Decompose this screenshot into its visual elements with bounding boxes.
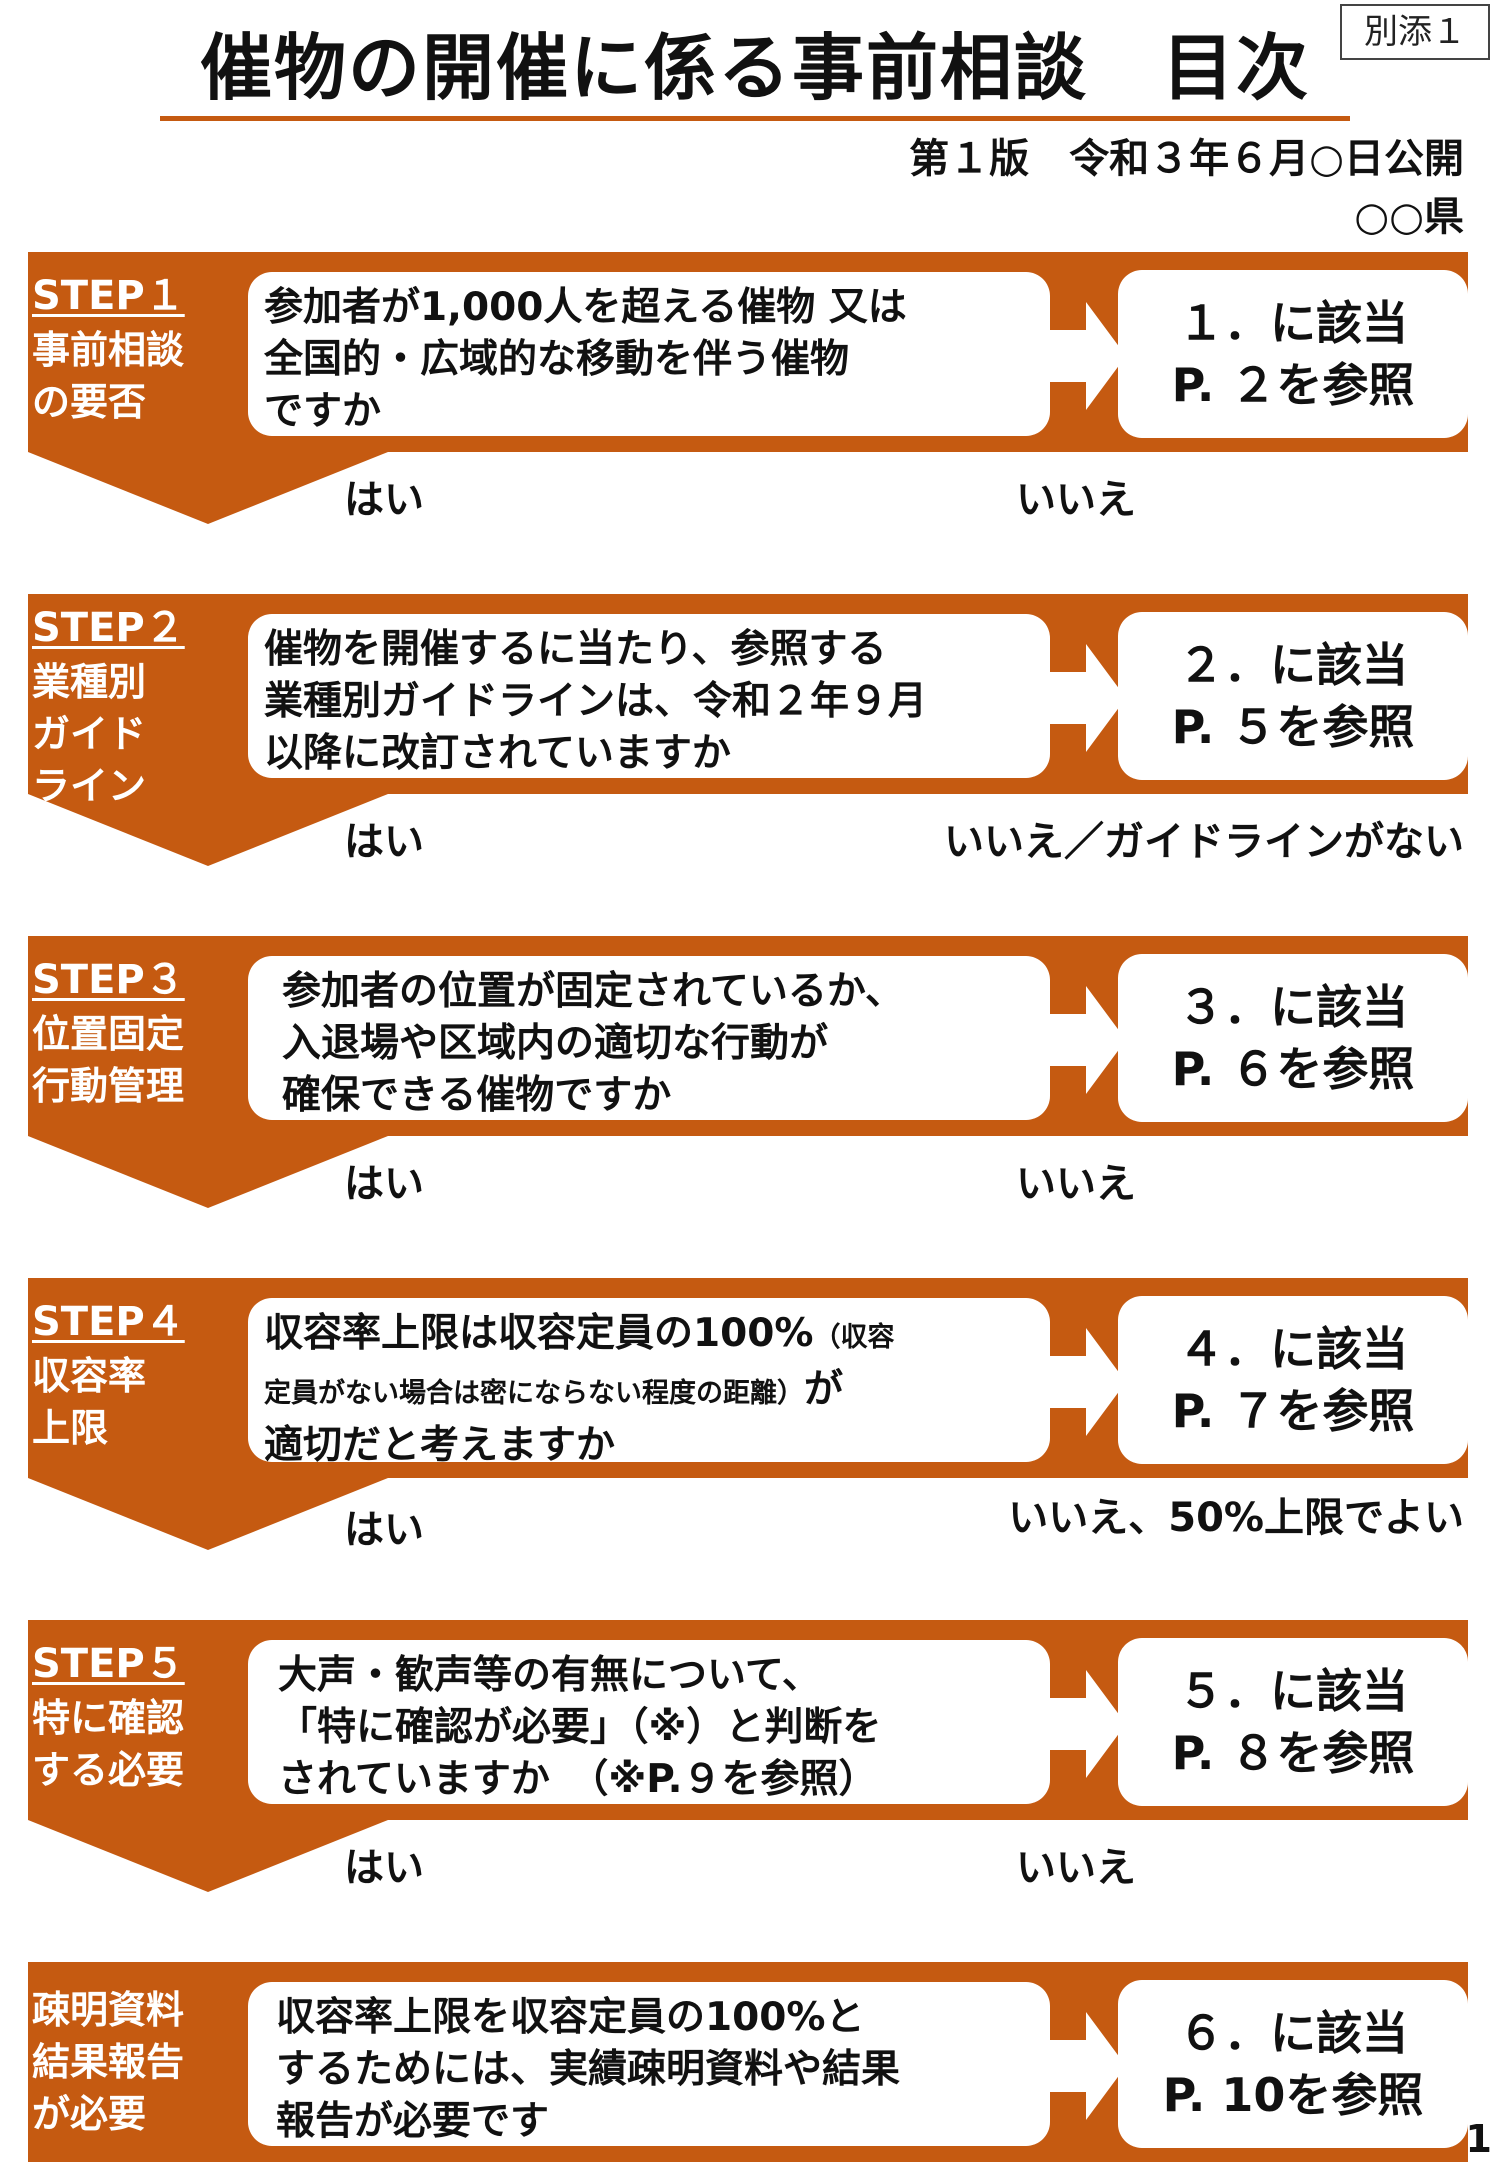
step-number: STEP５ xyxy=(32,1641,185,1687)
step-result: ３．に該当 P. ６を参照 xyxy=(1118,954,1468,1122)
step-question: 収容率上限は収容定員の100%（収容 定員がない場合は密にならない程度の距離）が… xyxy=(248,1298,1050,1462)
down-chevron-icon xyxy=(28,1820,388,1892)
question-note: （収容 xyxy=(813,1322,895,1353)
edition-date: 第１版 令和３年６月○日公開 xyxy=(909,136,1464,182)
down-chevron-icon xyxy=(28,794,388,866)
edition-info: 第１版 令和３年６月○日公開 ○○県 xyxy=(909,130,1464,246)
step-result: ４．に該当 P. ７を参照 xyxy=(1118,1296,1468,1464)
page-number: 1 xyxy=(1465,2117,1492,2161)
right-arrow-icon xyxy=(1050,1328,1126,1436)
no-label: いいえ xyxy=(1016,1161,1136,1207)
down-chevron-icon xyxy=(28,1478,388,1550)
right-arrow-icon xyxy=(1050,644,1126,752)
step-name: 業種別 ガイド ライン xyxy=(32,660,147,808)
page-title: 催物の開催に係る事前相談 目次 xyxy=(199,26,1310,110)
step-number: STEP１ xyxy=(32,273,185,319)
step-name: 疎明資料 結果報告 が必要 xyxy=(32,1988,185,2136)
no-label: いいえ、50%上限でよい xyxy=(1008,1495,1464,1541)
step-name: 収容率 上限 xyxy=(32,1354,147,1450)
step-label: STEP２ 業種別 ガイド ライン xyxy=(32,602,258,812)
step-number: STEP２ xyxy=(32,605,185,651)
yes-label: はい xyxy=(344,819,424,865)
step-result: １．に該当 P. ２を参照 xyxy=(1118,270,1468,438)
prefecture-name: ○○県 xyxy=(1354,194,1464,240)
question-note-cont: 定員がない場合は密にならない程度の距離） xyxy=(264,1378,804,1409)
question-tail: が xyxy=(804,1367,844,1412)
step-question: 収容率上限を収容定員の100%と するためには、実績疎明資料や結果 報告が必要で… xyxy=(248,1982,1050,2146)
step-label: STEP４ 収容率 上限 xyxy=(32,1296,258,1454)
step-question: 参加者が1,000人を超える催物 又は 全国的・広域的な移動を伴う催物 ですか xyxy=(248,272,1050,436)
no-label: いいえ xyxy=(1016,1845,1136,1891)
yes-label: はい xyxy=(344,1161,424,1207)
right-arrow-icon xyxy=(1050,302,1126,410)
right-arrow-icon xyxy=(1050,1670,1126,1778)
step-result: ２．に該当 P. ５を参照 xyxy=(1118,612,1468,780)
step-name: 特に確認 する必要 xyxy=(32,1696,185,1792)
question-tail-cont: 適切だと考えますか xyxy=(264,1423,616,1462)
step-label: 疎明資料 結果報告 が必要 xyxy=(32,1984,258,2140)
step-label: STEP１ 事前相談 の要否 xyxy=(32,270,258,428)
step-number: STEP３ xyxy=(32,957,185,1003)
down-chevron-icon xyxy=(28,1136,388,1208)
yes-label: はい xyxy=(344,477,424,523)
yes-label: はい xyxy=(344,1507,424,1553)
right-arrow-icon xyxy=(1050,2012,1126,2120)
yes-label: はい xyxy=(344,1845,424,1891)
step-label: STEP５ 特に確認 する必要 xyxy=(32,1638,258,1796)
no-label: いいえ／ガイドラインがない xyxy=(944,819,1464,865)
question-main: 収容率上限は収容定員の100% xyxy=(264,1311,814,1356)
step-number: STEP４ xyxy=(32,1299,185,1345)
step-question: 大声・歓声等の有無について、 「特に確認が必要」（※）と判断を されていますか … xyxy=(248,1640,1050,1804)
right-arrow-icon xyxy=(1050,986,1126,1094)
step-question: 参加者の位置が固定されているか、 入退場や区域内の適切な行動が 確保できる催物で… xyxy=(248,956,1050,1120)
step-name: 位置固定 行動管理 xyxy=(32,1012,185,1108)
title-underline xyxy=(160,116,1350,121)
no-label: いいえ xyxy=(1016,477,1136,523)
step-label: STEP３ 位置固定 行動管理 xyxy=(32,954,258,1112)
step-name: 事前相談 の要否 xyxy=(32,328,185,424)
down-chevron-icon xyxy=(28,452,388,524)
annex-label: 別添１ xyxy=(1340,4,1490,60)
step-result: ５．に該当 P. ８を参照 xyxy=(1118,1638,1468,1806)
step-question: 催物を開催するに当たり、参照する 業種別ガイドラインは、令和２年９月 以降に改訂… xyxy=(248,614,1050,778)
step-result: ６．に該当 P. 10を参照 xyxy=(1118,1980,1468,2148)
